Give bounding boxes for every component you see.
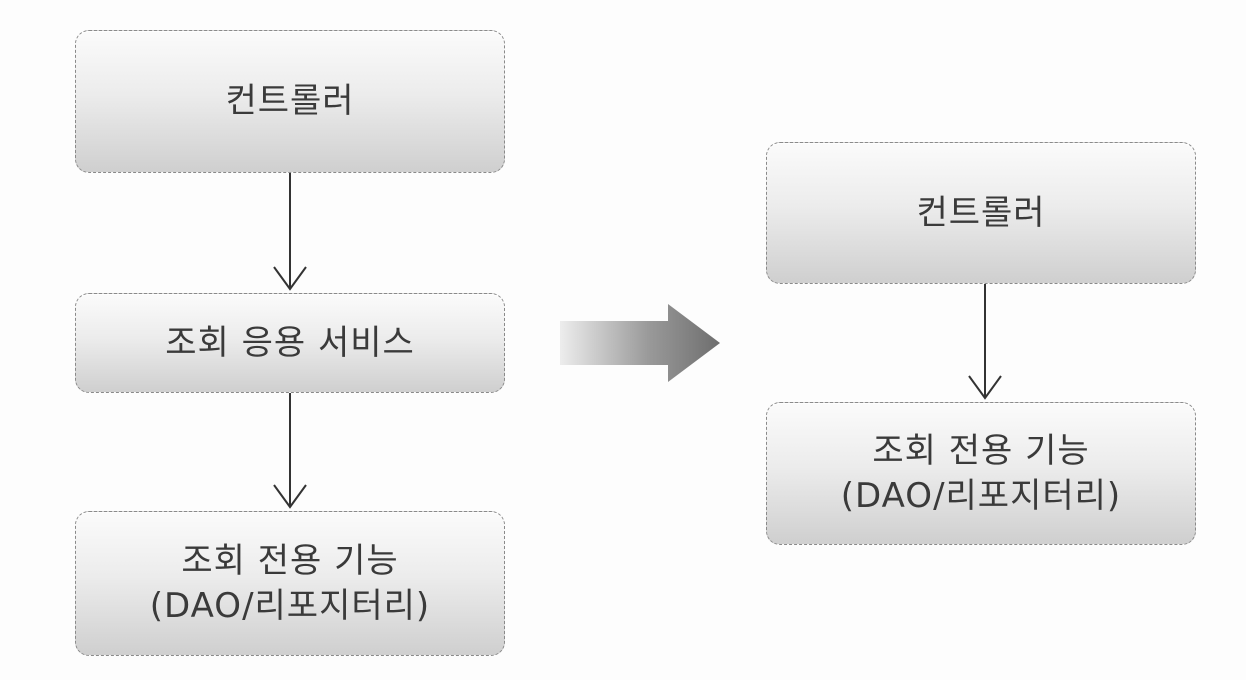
right-arrow-controller-to-query bbox=[968, 284, 1002, 400]
left-query-line1: 조회 전용 기능 bbox=[181, 541, 399, 582]
right-query-line2: (DAO/리포지터리) bbox=[840, 475, 1122, 516]
left-arrow-controller-to-service bbox=[273, 173, 307, 291]
left-controller-box: 컨트롤러 bbox=[75, 30, 505, 173]
right-controller-box: 컨트롤러 bbox=[766, 142, 1196, 284]
left-arrow-service-to-query bbox=[273, 393, 307, 509]
left-service-label: 조회 응용 서비스 bbox=[165, 322, 415, 363]
left-query-line2: (DAO/리포지터리) bbox=[149, 585, 431, 626]
right-controller-label: 컨트롤러 bbox=[916, 192, 1046, 233]
right-query-line1: 조회 전용 기능 bbox=[872, 431, 1090, 472]
left-query-box: 조회 전용 기능 (DAO/리포지터리) bbox=[75, 511, 505, 656]
left-controller-label: 컨트롤러 bbox=[225, 81, 355, 122]
right-query-box: 조회 전용 기능 (DAO/리포지터리) bbox=[766, 402, 1196, 545]
left-service-box: 조회 응용 서비스 bbox=[75, 293, 505, 393]
transition-arrow bbox=[560, 304, 720, 382]
